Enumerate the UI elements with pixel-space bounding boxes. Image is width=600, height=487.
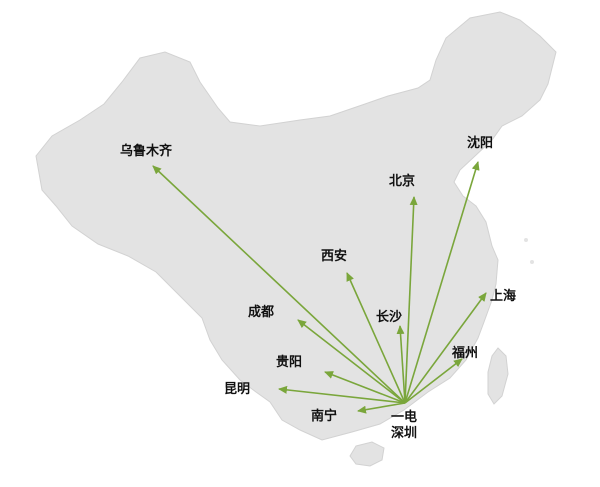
route-changsha xyxy=(396,325,406,404)
mainland-shape xyxy=(35,11,557,441)
city-label-chengdu: 成都 xyxy=(248,305,275,320)
city-label-guiyang: 贵阳 xyxy=(276,355,303,370)
route-chengdu xyxy=(297,319,406,404)
route-fuzhou xyxy=(404,358,463,404)
taiwan-shape xyxy=(487,347,509,405)
city-label-shenyang: 沈阳 xyxy=(467,136,494,151)
route-wulumuqi xyxy=(152,165,406,404)
city-label-beijing: 北京 xyxy=(389,174,416,189)
city-label-wulumuqi: 乌鲁木齐 xyxy=(120,144,173,159)
routes xyxy=(152,161,487,414)
city-label-shanghai: 上海 xyxy=(490,289,517,304)
city-label-fuzhou: 福州 xyxy=(452,346,479,361)
origin-city: 深圳 xyxy=(391,426,418,441)
city-label-changsha: 长沙 xyxy=(376,310,403,325)
route-guiyang xyxy=(324,371,406,404)
origin-company: 一电 xyxy=(391,410,418,425)
city-label-xian: 西安 xyxy=(321,249,348,264)
origin-label: 一电 深圳 xyxy=(391,410,417,442)
route-beijing xyxy=(404,196,418,404)
route-nanning xyxy=(357,402,406,414)
islet xyxy=(524,238,528,242)
route-shenyang xyxy=(404,161,480,404)
islet xyxy=(530,260,534,264)
city-label-nanning: 南宁 xyxy=(311,409,338,424)
route-shanghai xyxy=(404,292,487,404)
city-label-kunming: 昆明 xyxy=(224,382,251,397)
route-xian xyxy=(346,272,406,404)
route-kunming xyxy=(278,385,406,404)
hainan-shape xyxy=(349,441,385,467)
